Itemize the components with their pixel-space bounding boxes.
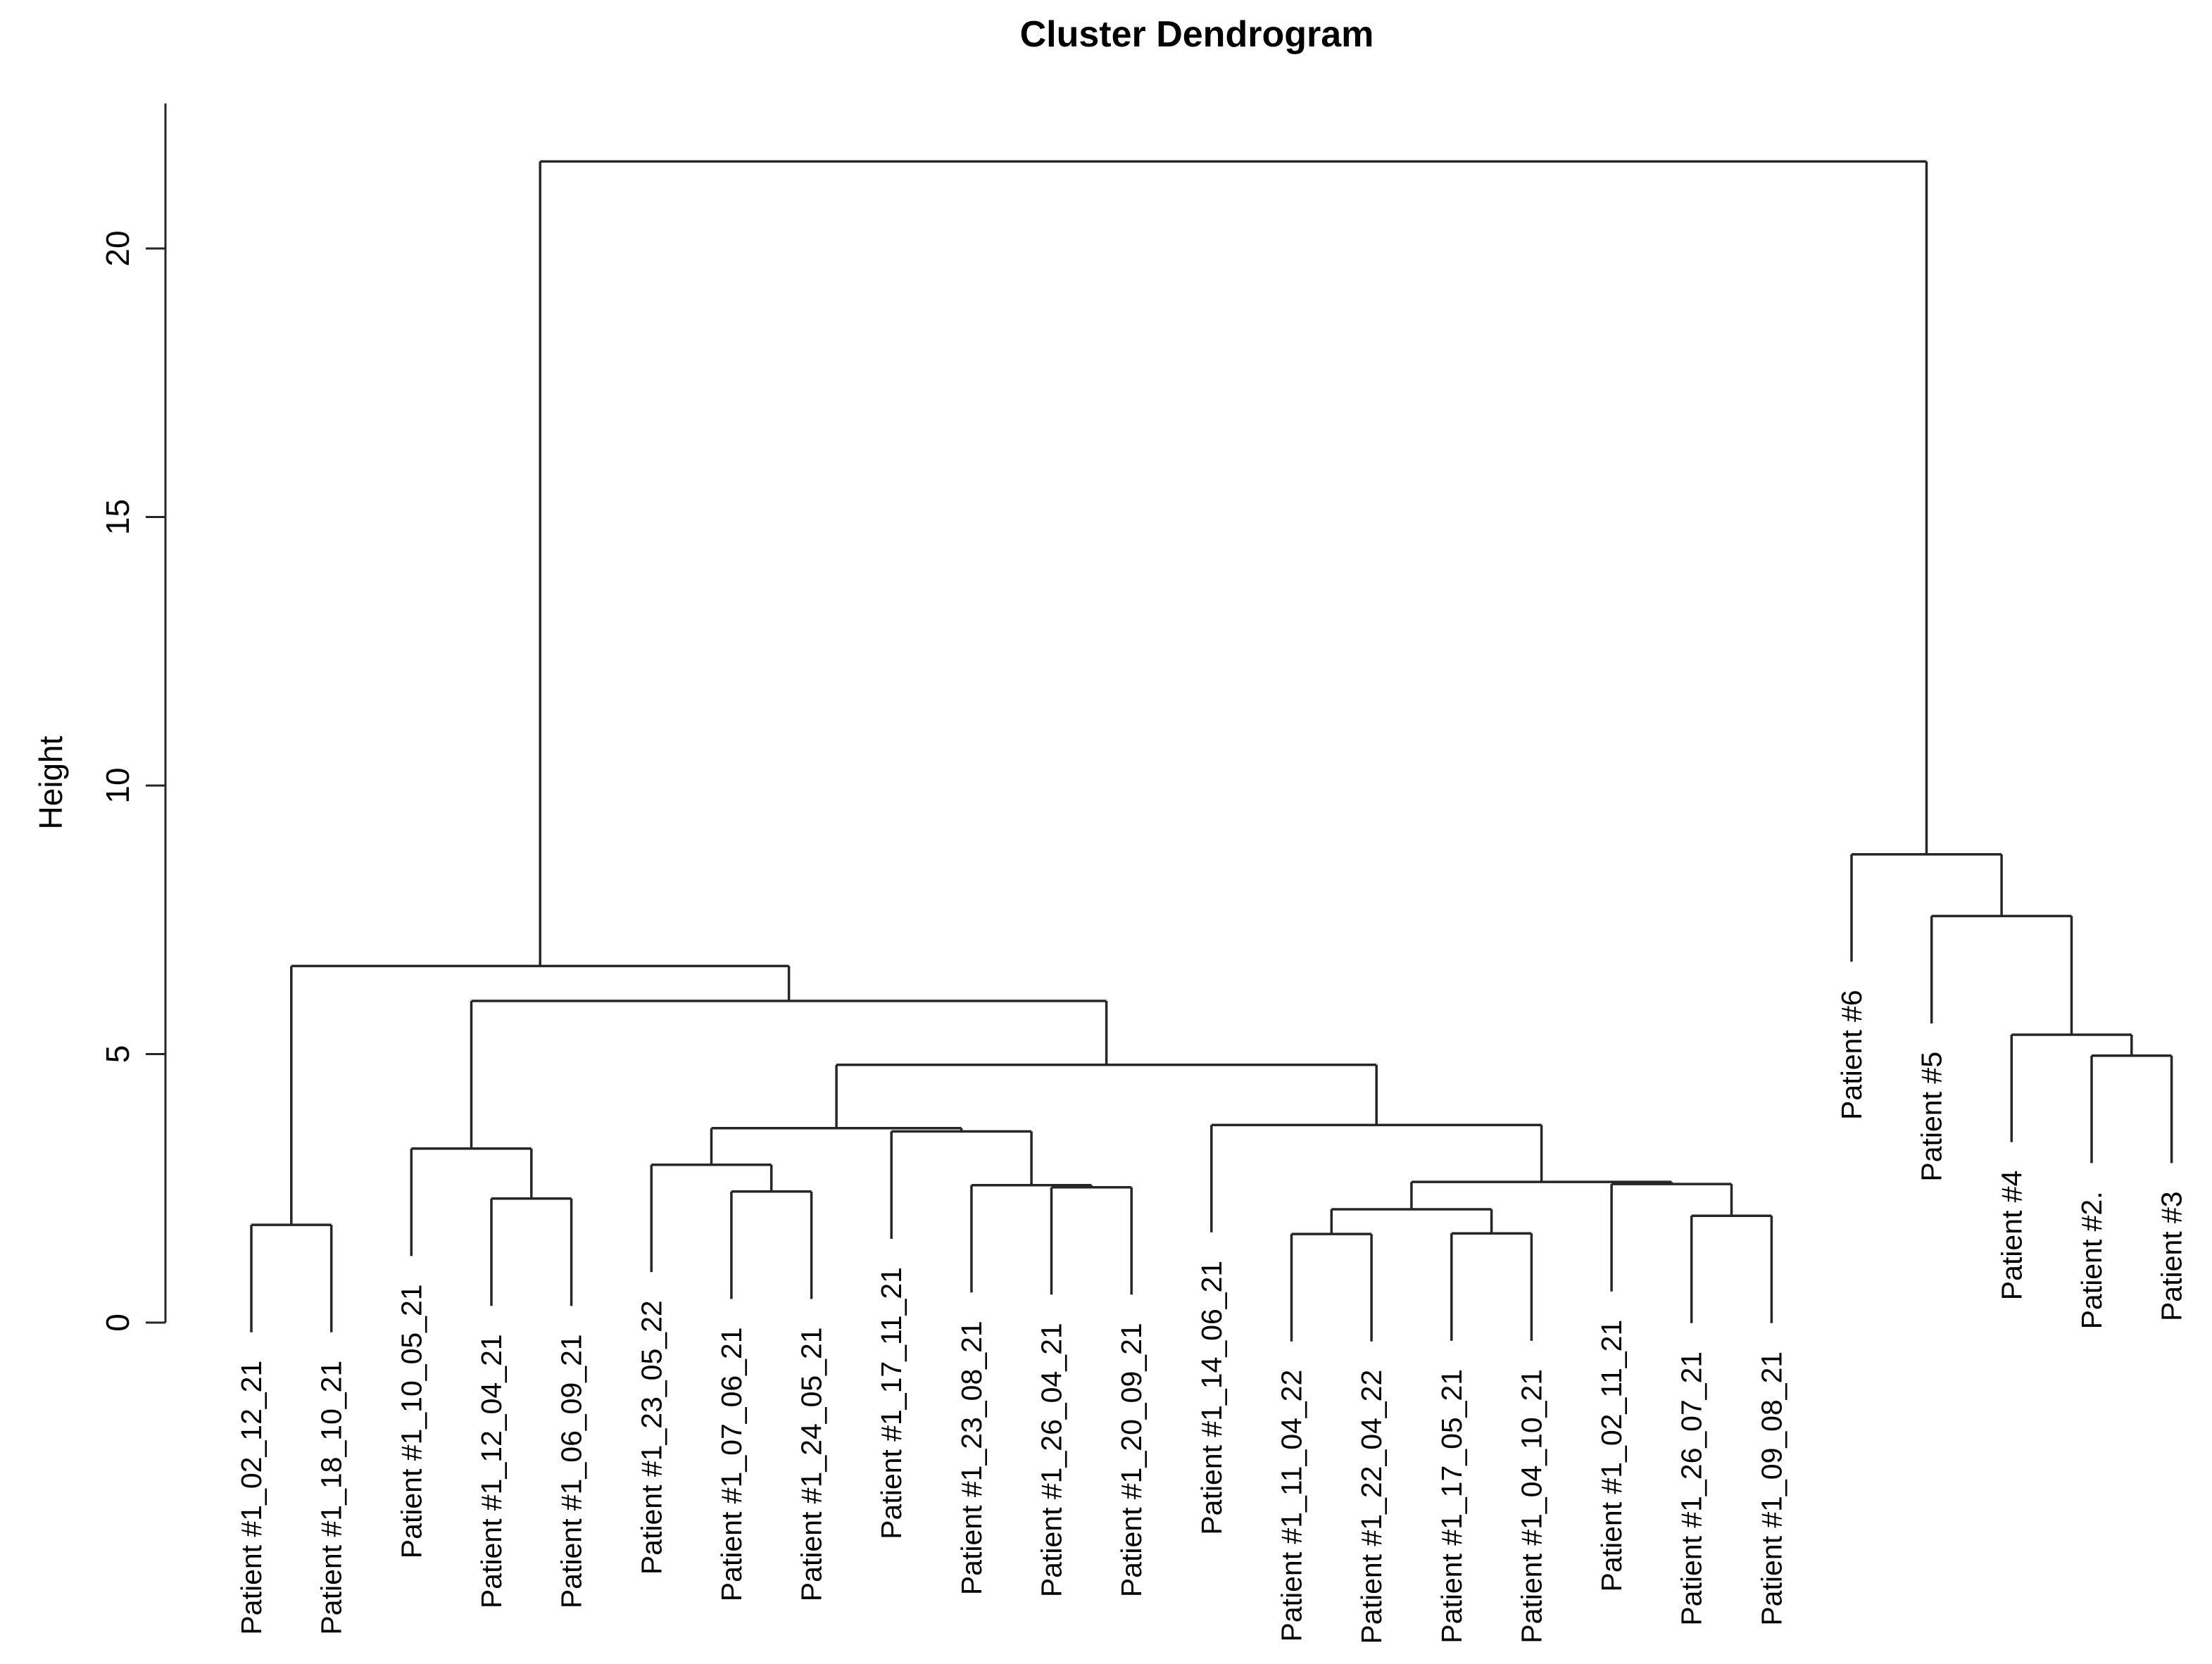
- y-tick-label: 20: [99, 230, 136, 266]
- leaf-label: Patient #1_11_04_22: [1276, 1370, 1308, 1642]
- leaf-label: Patient #1_22_04_22: [1355, 1370, 1388, 1644]
- dendrogram-branches: [250, 160, 2173, 1342]
- y-axis-line: [146, 103, 167, 1324]
- leaf-label: Patient #1_23_05_22: [635, 1300, 667, 1575]
- leaf-label: Patient #1_07_06_21: [715, 1327, 748, 1601]
- leaf-label: Patient #1_17_05_21: [1435, 1369, 1468, 1644]
- leaf-label: Patient #1_26_04_21: [1036, 1323, 1068, 1597]
- leaf-label: Patient #1_24_05_21: [796, 1327, 828, 1601]
- leaf-label: Patient #1_26_07_21: [1676, 1351, 1708, 1626]
- leaf-labels: Patient #1_02_12_21 Patient #1_18_10_21 Pa…: [235, 990, 2188, 1644]
- y-tick-label: 0: [99, 1313, 136, 1332]
- dendrogram-tree: [250, 160, 2173, 1342]
- leaf-label: Patient #1_06_09_21: [555, 1334, 588, 1608]
- leaf-label: Patient #1_18_10_21: [315, 1361, 348, 1635]
- y-axis: 0 5 10 15 20: [99, 103, 167, 1332]
- leaf-label: Patient #1_10_05_21: [395, 1284, 427, 1558]
- y-tick-label: 5: [99, 1045, 136, 1064]
- leaf-label: Patient #1_20_09_21: [1115, 1323, 1148, 1597]
- y-axis-label: Height: [32, 736, 69, 829]
- y-tick-label: 10: [99, 767, 136, 803]
- chart-title: Cluster Dendrogram: [1020, 14, 1374, 55]
- leaf-label: Patient #1_02_12_21: [235, 1361, 268, 1635]
- leaf-label: Patient #1_09_08_21: [1755, 1351, 1787, 1626]
- leaf-label: Patient #5: [1916, 1052, 1948, 1182]
- leaf-label: Patient #1_12_04_21: [475, 1334, 508, 1608]
- leaf-label: Patient #1_14_06_21: [1195, 1261, 1228, 1535]
- leaf-label: Patient #4: [1995, 1171, 2028, 1301]
- leaf-label: Patient #2.: [2075, 1191, 2108, 1329]
- leaf-label: Patient #1_02_11_21: [1595, 1320, 1628, 1592]
- leaf-label: Patient #6: [1835, 990, 1868, 1120]
- leaf-label: Patient #3: [2156, 1191, 2188, 1321]
- leaf-label: Patient #1_04_10_21: [1515, 1369, 1547, 1644]
- leaf-label: Patient #1_17_11_21: [875, 1267, 907, 1539]
- y-tick-label: 15: [99, 499, 136, 535]
- leaf-label: Patient #1_23_08_21: [955, 1321, 988, 1595]
